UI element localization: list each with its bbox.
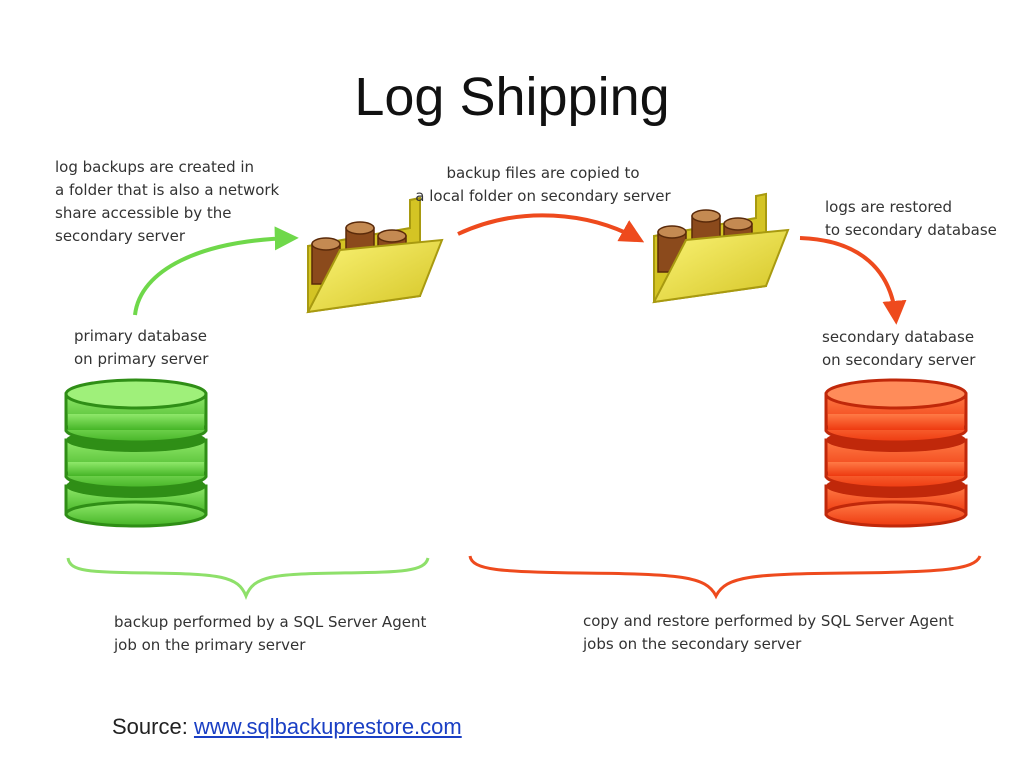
- local-folder-icon: [652, 192, 790, 304]
- primary-job-brace: [66, 557, 430, 601]
- note-line: to secondary database: [825, 221, 997, 239]
- secondary-job-brace: [468, 555, 982, 600]
- primary-database-icon: [64, 378, 208, 528]
- secondary-database-label: secondary database on secondary server: [822, 326, 975, 372]
- log-backups-note: log backups are created in a folder that…: [55, 156, 279, 248]
- page-title: Log Shipping: [354, 67, 670, 127]
- note-line: logs are restored: [825, 198, 953, 216]
- note-line: backup performed by a SQL Server Agent: [114, 613, 427, 631]
- source-link[interactable]: www.sqlbackuprestore.com: [193, 714, 462, 739]
- note-line: secondary database: [822, 328, 975, 346]
- note-line: jobs on the secondary server: [583, 635, 802, 653]
- note-line: on primary server: [74, 350, 209, 368]
- note-line: primary database: [74, 327, 208, 345]
- note-line: log backups are created in: [55, 158, 255, 176]
- secondary-database-icon: [824, 378, 968, 528]
- note-line: a local folder on secondary server: [415, 187, 671, 205]
- primary-job-note: backup performed by a SQL Server Agent j…: [114, 611, 426, 657]
- note-line: a folder that is also a network: [55, 181, 280, 199]
- copy-arrow: [457, 213, 645, 243]
- network-share-folder-icon: [306, 196, 444, 314]
- note-line: copy and restore performed by SQL Server…: [583, 612, 954, 630]
- note-line: job on the primary server: [114, 636, 306, 654]
- note-line: share accessible by the: [55, 204, 232, 222]
- backup-arrow: [133, 226, 299, 316]
- source-label: Source:: [112, 714, 188, 739]
- note-line: backup files are copied to: [446, 164, 640, 182]
- source-credit: Source: www.sqlbackuprestore.com: [112, 714, 462, 740]
- secondary-job-note: copy and restore performed by SQL Server…: [583, 610, 954, 656]
- restore-arrow: [799, 236, 907, 325]
- copied-note: backup files are copied to a local folde…: [414, 162, 672, 208]
- note-line: on secondary server: [822, 351, 976, 369]
- note-line: secondary server: [55, 227, 185, 245]
- primary-database-label: primary database on primary server: [74, 325, 208, 371]
- restored-note: logs are restored to secondary database: [825, 196, 997, 242]
